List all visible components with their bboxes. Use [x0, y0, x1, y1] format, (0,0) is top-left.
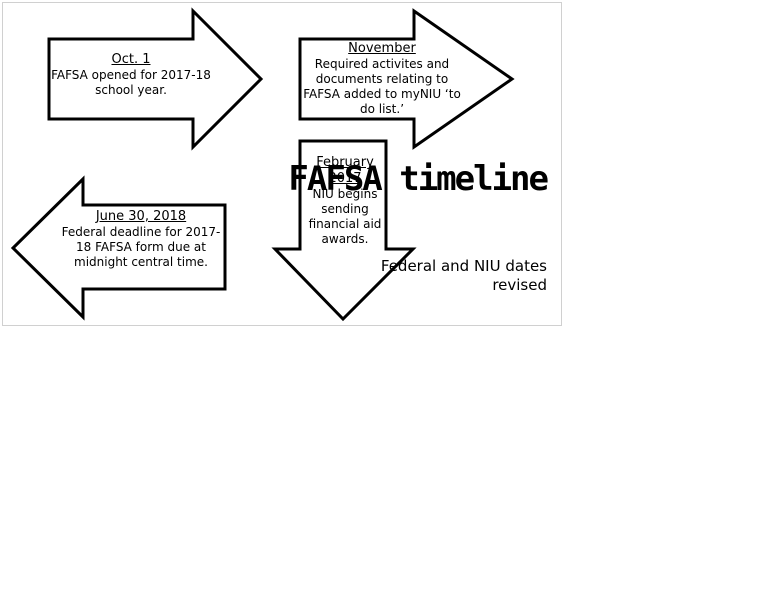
arrow-oct-right [47, 7, 264, 151]
arrow-shapes [10, 7, 515, 322]
timeline-text: Required activites and documents relatin… [303, 57, 461, 116]
arrow-jun-left [10, 175, 227, 321]
arrow-nov-right [298, 8, 515, 150]
timeline-date: February 2017 [316, 155, 374, 186]
timeline-item-feb: February 2017 NIU begins sending financi… [303, 155, 387, 247]
timeline-item-nov: November Required activites and document… [303, 41, 461, 117]
timeline-text: NIU begins sending financial aid awards. [308, 187, 382, 246]
timeline-date: Oct. 1 [111, 52, 151, 67]
timeline-date: November [348, 41, 416, 56]
arrow-feb-down [271, 139, 417, 322]
timeline-text: FAFSA opened for 2017-18 school year. [51, 68, 211, 97]
timeline-item-jun: June 30, 2018 Federal deadline for 2017-… [57, 209, 225, 270]
timeline-figure: Oct. 1 FAFSA opened for 2017-18 school y… [2, 2, 562, 326]
figure-title: FAFSA timeline [288, 159, 549, 199]
timeline-date: June 30, 2018 [95, 209, 187, 224]
figure-subtitle: Federal and NIU dates revised [380, 257, 547, 294]
timeline-item-oct: Oct. 1 FAFSA opened for 2017-18 school y… [51, 52, 211, 98]
timeline-text: Federal deadline for 2017-18 FAFSA form … [61, 225, 221, 269]
